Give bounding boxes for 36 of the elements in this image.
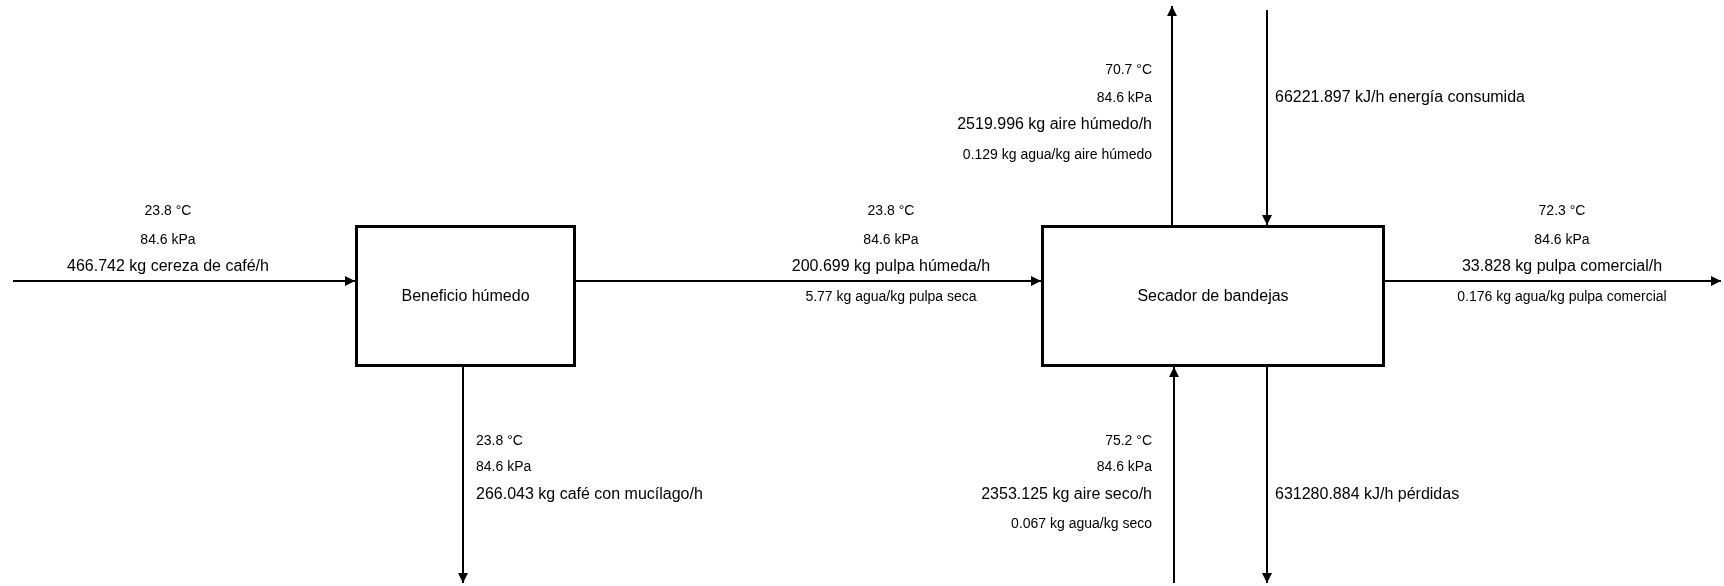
stream-label: 266.043 kg café con mucílago/h bbox=[476, 484, 703, 504]
arrow bbox=[1169, 366, 1179, 584]
arrow bbox=[1262, 9, 1272, 226]
process-box bbox=[355, 225, 576, 367]
stream-label: 5.77 kg agua/kg pulpa seca bbox=[805, 287, 977, 306]
stream-label: 84.6 kPa bbox=[140, 230, 196, 249]
stream-label: 66221.897 kJ/h energía consumida bbox=[1275, 87, 1525, 107]
arrow bbox=[1262, 366, 1272, 584]
arrow bbox=[1384, 276, 1722, 286]
arrow bbox=[458, 366, 468, 584]
stream-label: 2353.125 kg aire seco/h bbox=[981, 484, 1152, 504]
stream-label: 84.6 kPa bbox=[476, 457, 532, 476]
stream-label: 23.8 °C bbox=[476, 431, 523, 450]
stream-label: 72.3 °C bbox=[1538, 201, 1586, 220]
arrow bbox=[575, 276, 1042, 286]
stream-label: 0.129 kg agua/kg aire húmedo bbox=[962, 145, 1152, 164]
arrow bbox=[1167, 5, 1177, 226]
stream-label: 33.828 kg pulpa comercial/h bbox=[1461, 256, 1663, 276]
stream-label: 84.6 kPa bbox=[863, 230, 919, 249]
stream-label: 84.6 kPa bbox=[1096, 457, 1152, 476]
stream-label: 631280.884 kJ/h pérdidas bbox=[1275, 484, 1460, 504]
stream-label: 84.6 kPa bbox=[1534, 230, 1590, 249]
arrow bbox=[12, 276, 356, 286]
process-name: Beneficio húmedo bbox=[401, 286, 530, 306]
stream-label: 0.176 kg agua/kg pulpa comercial bbox=[1457, 287, 1667, 306]
stream-label: 0.067 kg agua/kg seco bbox=[1011, 514, 1152, 533]
stream-label: 23.8 °C bbox=[867, 201, 915, 220]
stream-label: 2519.996 kg aire húmedo/h bbox=[957, 114, 1152, 134]
stream-label: 84.6 kPa bbox=[1096, 88, 1152, 107]
process-box bbox=[1041, 225, 1385, 367]
stream-label: 70.7 °C bbox=[1105, 60, 1152, 79]
stream-label: 466.742 kg cereza de café/h bbox=[67, 256, 269, 276]
stream-label: 23.8 °C bbox=[144, 201, 192, 220]
process-name: Secador de bandejas bbox=[1137, 286, 1289, 306]
stream-label: 200.699 kg pulpa húmeda/h bbox=[791, 256, 991, 276]
stream-label: 75.2 °C bbox=[1105, 431, 1152, 450]
